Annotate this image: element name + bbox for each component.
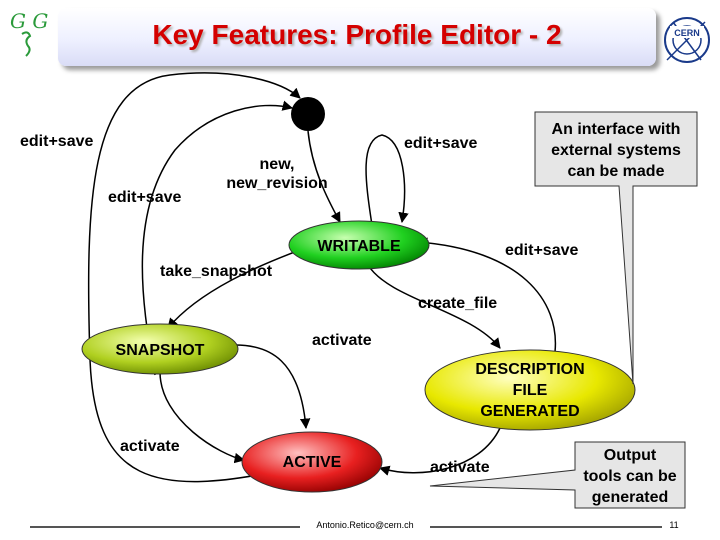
active-label: ACTIVE: [282, 454, 342, 471]
slide-title: Key Features: Profile Editor - 2: [152, 19, 562, 50]
new-revision-line-1: new,: [259, 156, 295, 173]
activate-bottom-label: activate: [430, 459, 490, 476]
start-node: [291, 97, 325, 131]
description-file-label: DESCRIPTION FILE GENERATED: [460, 359, 600, 422]
output-line-3: generated: [591, 489, 669, 506]
description-line-1: DESCRIPTION: [475, 361, 585, 378]
activate-top-label: activate: [312, 332, 372, 349]
gg-logo: G G: [10, 9, 48, 57]
writable-label: WRITABLE: [317, 238, 401, 255]
create-file-label: create_file: [418, 295, 498, 312]
interface-callout: An interface with external systems can b…: [535, 119, 697, 182]
take-snapshot-label: take_snapshot: [160, 263, 273, 280]
cern-logo-text: CERN: [674, 28, 700, 38]
gg-logo-text: G G: [10, 9, 48, 33]
interface-line-3: can be made: [567, 163, 665, 180]
cern-logo: CERN: [664, 17, 710, 63]
output-callout: Output tools can be generated: [575, 445, 685, 508]
interface-line-2: external systems: [551, 142, 681, 159]
title-bar: [58, 8, 656, 66]
edit-save-left-label: edit+save: [20, 133, 94, 150]
edit-save-right-label: edit+save: [505, 242, 579, 259]
description-line-3: GENERATED: [480, 403, 580, 420]
page-number: 11: [669, 520, 679, 530]
edit-save-top-label: edit+save: [404, 135, 478, 152]
output-callout-shape: [429, 441, 686, 509]
interface-callout-shape: [534, 111, 698, 385]
new-revision-line-2: new_revision: [226, 175, 328, 192]
interface-line-1: An interface with: [551, 121, 681, 138]
description-file-state: [424, 349, 636, 431]
active-state: [241, 431, 383, 493]
description-line-2: FILE: [512, 382, 548, 399]
output-line-2: tools can be: [583, 468, 677, 485]
author-email: Antonio.Retico@cern.ch: [316, 520, 414, 530]
snapshot-state: [81, 323, 239, 375]
snapshot-label: SNAPSHOT: [115, 342, 205, 359]
edit-save-inner-label: edit+save: [108, 189, 182, 206]
output-line-1: Output: [603, 447, 657, 464]
writable-state: [288, 220, 430, 270]
activate-left-label: activate: [120, 438, 180, 455]
new-revision-label: new, new_revision: [212, 155, 342, 193]
